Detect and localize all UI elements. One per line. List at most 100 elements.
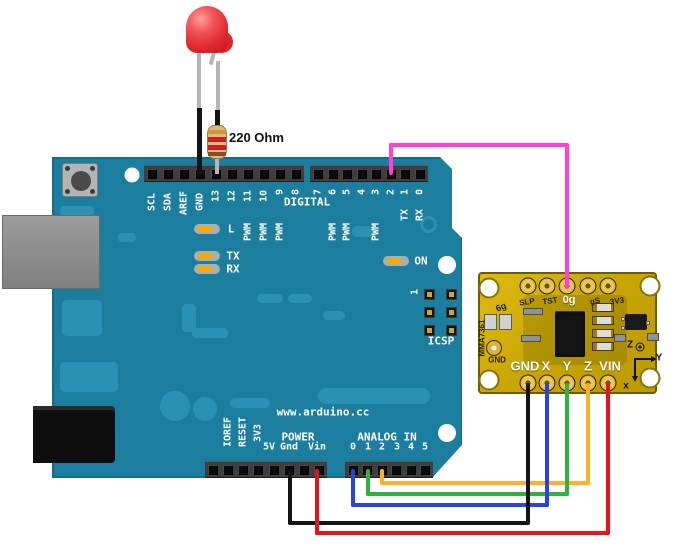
- wire-y-a1-segment: [366, 492, 569, 496]
- accel-mounting-hole: [478, 277, 500, 299]
- analog-header: [345, 461, 433, 478]
- led-rx: [194, 264, 220, 274]
- pwm-label: PWM: [242, 222, 254, 242]
- pin-label-ioref: IOREF: [222, 416, 234, 448]
- led-tx: [194, 251, 220, 261]
- resistor-lead: [215, 157, 219, 174]
- accel-silk-gs: gS: [589, 295, 601, 307]
- wire-z-a2-segment: [586, 383, 590, 485]
- mounting-hole: [438, 256, 456, 274]
- accel-0g-label: 0g: [562, 294, 576, 306]
- pin-label-a1: 1: [364, 441, 372, 453]
- mounting-hole: [124, 167, 140, 183]
- led-l: [194, 224, 220, 234]
- g-select-pad: [484, 314, 497, 330]
- accel-gnd-pad-label: GND: [488, 355, 506, 365]
- axis-y-arrow: [635, 358, 651, 360]
- pin-label-13: 13: [210, 189, 222, 203]
- led-l-label: L: [227, 222, 235, 236]
- silk-decoration: [257, 294, 283, 303]
- wire-x-a0-segment: [351, 469, 355, 507]
- led-on-label: ON: [414, 254, 428, 268]
- smd-resistor: [592, 316, 614, 325]
- pin-label-3v3: 3V3: [252, 423, 264, 443]
- pwm-label: PWM: [258, 222, 270, 242]
- icsp-label: ICSP: [427, 334, 455, 348]
- wire-gnd-segment: [288, 469, 292, 525]
- pin-label-a3: 3: [393, 441, 401, 453]
- accel-pin-3v3: [599, 277, 617, 295]
- resistor-band-brown: [208, 152, 226, 156]
- pin-label-10: 10: [258, 189, 270, 203]
- regulator-leg: [621, 326, 625, 330]
- led-cathode-wire: [197, 108, 202, 174]
- pin-label-5v: 5V: [262, 441, 276, 453]
- reset-button-cap: [71, 171, 91, 191]
- wire-z-a2-segment: [380, 481, 590, 485]
- pin-label-4: 4: [356, 188, 368, 196]
- analog-section-label: ANALOG IN: [357, 430, 417, 444]
- pin-label-2: 2: [385, 188, 397, 196]
- digital-header-right: [310, 165, 428, 182]
- accel-mounting-hole: [639, 367, 661, 389]
- resistor-220ohm: [207, 125, 227, 159]
- silk-decoration: [60, 362, 118, 392]
- pin-label-scl: SCL: [146, 192, 158, 212]
- accel-x-label: X: [541, 358, 551, 374]
- pwm-label: PWM: [341, 222, 353, 242]
- accelerometer-ic: [555, 311, 585, 357]
- pin-label-gnd: GND: [194, 192, 206, 212]
- led-anode-lead: [216, 61, 220, 112]
- accel-gnd-label: GND: [510, 358, 540, 374]
- wire-gnd-segment: [526, 383, 530, 525]
- pin-label-a0: 0: [349, 441, 357, 453]
- pin-label-a5: 5: [421, 441, 429, 453]
- wire-y-a1-segment: [565, 383, 569, 496]
- smd-component: [523, 308, 543, 315]
- pin-label-12: 12: [226, 189, 238, 203]
- arduino-url: www.arduino.cc: [276, 405, 370, 419]
- resistor-band-gold: [208, 130, 226, 134]
- pin-label-9: 9: [274, 188, 286, 196]
- accel-mounting-hole: [478, 369, 500, 391]
- pin-label-6: 6: [327, 188, 339, 196]
- wire-x-a0-segment: [351, 503, 549, 507]
- axis-x-arrowhead-icon: [632, 376, 638, 382]
- silk-decoration: [352, 226, 374, 237]
- pwm-label: PWM: [327, 222, 339, 242]
- pwm-label: PWM: [274, 222, 286, 242]
- gnd-pad: [486, 340, 502, 356]
- pin-label-a4: 4: [407, 441, 415, 453]
- accel-chip-label: MMA7361: [477, 319, 487, 357]
- icsp-header: [424, 289, 457, 336]
- wire-gnd-segment: [288, 521, 530, 525]
- pwm-label: PWM: [370, 222, 382, 242]
- led-rx-label: RX: [226, 262, 240, 276]
- wire-x-a0-segment: [545, 383, 549, 507]
- silk-decoration: [60, 206, 94, 216]
- smd-component: [614, 334, 626, 342]
- silk-decoration: [192, 328, 228, 338]
- silk-decoration: [118, 233, 136, 242]
- wire-vin-segment: [315, 531, 610, 535]
- axis-z-dot-icon: [635, 342, 645, 352]
- silk-decoration: [193, 397, 217, 421]
- pin-label-a2: 2: [378, 441, 386, 453]
- smd-resistor: [592, 303, 614, 312]
- silk-decoration: [62, 300, 102, 336]
- pin-label-vin: Vin: [307, 441, 327, 453]
- digital-header-left: [144, 165, 304, 182]
- resistor-value-label: 220 Ohm: [229, 130, 284, 145]
- serial-tx-label: TX: [399, 208, 411, 222]
- pin-label-reset: RESET: [237, 416, 249, 448]
- pin-label-sda: SDA: [162, 192, 174, 212]
- silk-decoration: [420, 216, 437, 233]
- axis-x-arrow: [634, 358, 636, 376]
- pin-label-3: 3: [370, 188, 382, 196]
- pin-label-1: 1: [399, 188, 411, 196]
- accel-pin-gs: [579, 277, 597, 295]
- silk-decoration: [288, 294, 312, 303]
- pin-label-8: 8: [290, 188, 302, 196]
- accel-pin-tst: [538, 277, 556, 295]
